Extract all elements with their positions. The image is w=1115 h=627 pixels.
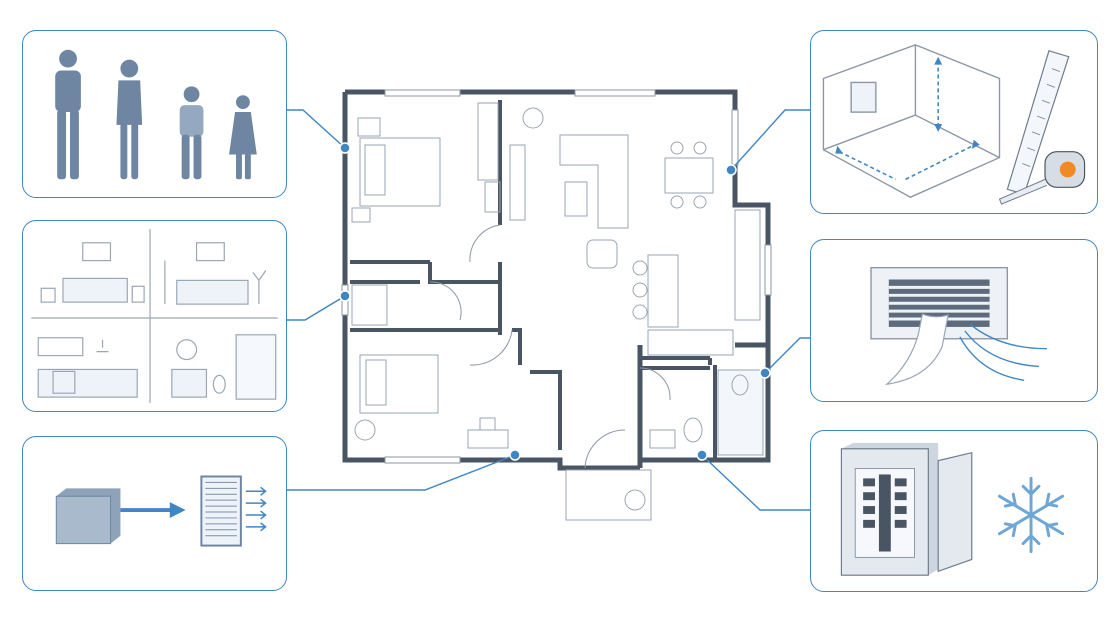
rooms-panel bbox=[22, 220, 287, 412]
filter-panel bbox=[22, 436, 287, 591]
snowflake-icon bbox=[997, 476, 1065, 553]
occupants-panel bbox=[22, 30, 287, 198]
family-figures-icon bbox=[55, 49, 257, 180]
vent-panel bbox=[810, 239, 1098, 402]
room-dimensions-icon bbox=[822, 44, 1086, 205]
room-interiors-icon bbox=[31, 228, 278, 404]
interior-walls bbox=[350, 100, 717, 460]
air-vent-icon bbox=[870, 266, 1047, 386]
floor-plan-fixtures bbox=[341, 89, 772, 521]
air-filter-icon bbox=[55, 475, 267, 547]
dimensions-panel bbox=[810, 30, 1098, 214]
electrical-panel-icon bbox=[840, 442, 1065, 576]
tape-measure-icon bbox=[998, 151, 1086, 205]
electrical-panel bbox=[810, 430, 1098, 592]
